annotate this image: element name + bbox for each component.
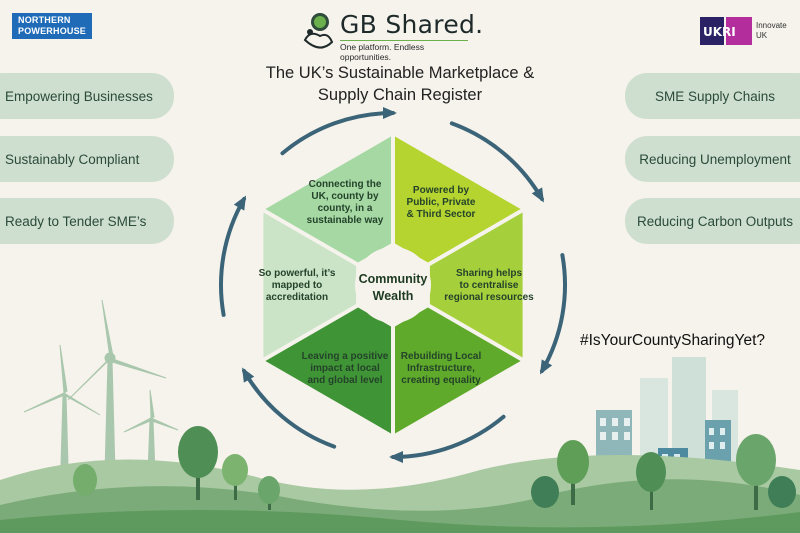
pill-label: Ready to Tender SME’s — [5, 213, 147, 229]
pill-label: Sustainably Compliant — [5, 151, 140, 167]
cycle-arrowhead-2 — [389, 451, 403, 463]
cycle-arrow-4 — [219, 197, 247, 317]
seg-connecting-uk-label: Connecting the — [309, 179, 382, 190]
center-hub — [355, 247, 431, 323]
pill-label: SME Supply Chains — [654, 88, 776, 104]
pill-label: Reducing Unemployment — [639, 151, 791, 167]
cycle-arrow-1 — [539, 253, 567, 373]
seg-rebuilding-label: Infrastructure, — [407, 363, 475, 374]
gb-shared-title: GB Shared. — [340, 10, 484, 39]
seg-connecting-uk-label: sustainable way — [307, 215, 384, 226]
innovate-uk-logo[interactable]: UKRI Innovate UK — [700, 17, 790, 45]
page-headline: The UK’s Sustainable Marketplace & Suppl… — [230, 62, 570, 106]
seg-sharing-helps-label: Sharing helps — [456, 268, 523, 279]
cycle-arrowhead-3 — [242, 367, 255, 383]
uk-text: UK — [756, 31, 768, 40]
pill-reducing-unemployment: Reducing Unemployment — [625, 136, 800, 182]
np-line2: POWERHOUSE — [18, 26, 87, 36]
ukri-mark-icon: UKRI — [700, 17, 752, 45]
seg-rebuilding — [395, 307, 521, 434]
headline-line2: Supply Chain Register — [317, 86, 483, 104]
pill-ready-to-tender: Ready to Tender SME’s — [0, 198, 174, 244]
seg-sharing-helps-label: regional resources — [444, 292, 534, 303]
pill-reducing-carbon: Reducing Carbon Outputs — [625, 198, 800, 244]
cycle-arrows — [219, 107, 567, 463]
pill-empowering-businesses: Empowering Businesses — [0, 73, 174, 119]
seg-so-powerful-label: mapped to — [272, 280, 323, 291]
seg-powered-by-label: & Third Sector — [407, 209, 476, 220]
center-label-line1: Community — [359, 272, 428, 286]
cycle-arrow-3 — [242, 369, 337, 449]
pill-sme-supply-chains: SME Supply Chains — [625, 73, 800, 119]
tree-icon — [73, 426, 796, 510]
seg-rebuilding-label: creating equality — [401, 375, 481, 386]
cycle-arrowhead-5 — [383, 107, 397, 119]
seg-connecting-uk — [265, 136, 391, 263]
northern-powerhouse-logo[interactable]: NORTHERN POWERHOUSE — [12, 13, 92, 39]
cycle-arrowhead-1 — [539, 359, 553, 375]
people-icon — [303, 13, 334, 49]
seg-leaving-impact-label: and global level — [307, 375, 382, 386]
seg-sharing-helps — [429, 212, 523, 358]
seg-powered-by-label: Public, Private — [407, 197, 476, 208]
cycle-arrowhead-0 — [531, 187, 544, 203]
seg-connecting-uk-label: UK, county by — [311, 191, 379, 202]
pill-label: Reducing Carbon Outputs — [636, 213, 794, 229]
seg-so-powerful — [263, 212, 357, 358]
seg-connecting-uk-label: county, in a — [318, 203, 373, 214]
seg-so-powerful-label: So powerful, it’s — [259, 268, 336, 279]
wind-turbine-icon — [23, 299, 179, 511]
cycle-arrow-2 — [391, 414, 506, 459]
pill-sustainably-compliant: Sustainably Compliant — [0, 136, 174, 182]
np-line1: NORTHERN — [18, 15, 71, 25]
innovate-text: Innovate — [756, 21, 787, 30]
gb-shared-logo[interactable]: GB Shared. One platform. Endless opportu… — [300, 10, 500, 62]
hashtag-text: #IsYourCountySharingYet? — [580, 332, 765, 349]
cycle-arrowhead-4 — [233, 195, 247, 211]
pill-label: Empowering Businesses — [5, 88, 153, 104]
seg-powered-by-label: Powered by — [413, 185, 470, 196]
seg-so-powerful-label: accreditation — [266, 292, 328, 303]
seg-powered-by — [395, 136, 521, 263]
cycle-arrow-0 — [449, 121, 544, 201]
seg-rebuilding-label: Rebuilding Local — [401, 351, 482, 362]
seg-leaving-impact-label: impact at local — [310, 363, 380, 374]
cycle-arrow-5 — [280, 111, 395, 156]
seg-sharing-helps-label: to centralise — [460, 280, 519, 291]
ukri-mark: UKRI — [703, 25, 736, 39]
seg-leaving-impact-label: Leaving a positive — [302, 351, 389, 362]
gb-shared-tagline: One platform. Endless opportunities. — [340, 40, 468, 62]
headline-line1: The UK’s Sustainable Marketplace & — [265, 64, 535, 82]
seg-leaving-impact — [265, 307, 391, 434]
center-label-line2: Wealth — [373, 289, 414, 303]
